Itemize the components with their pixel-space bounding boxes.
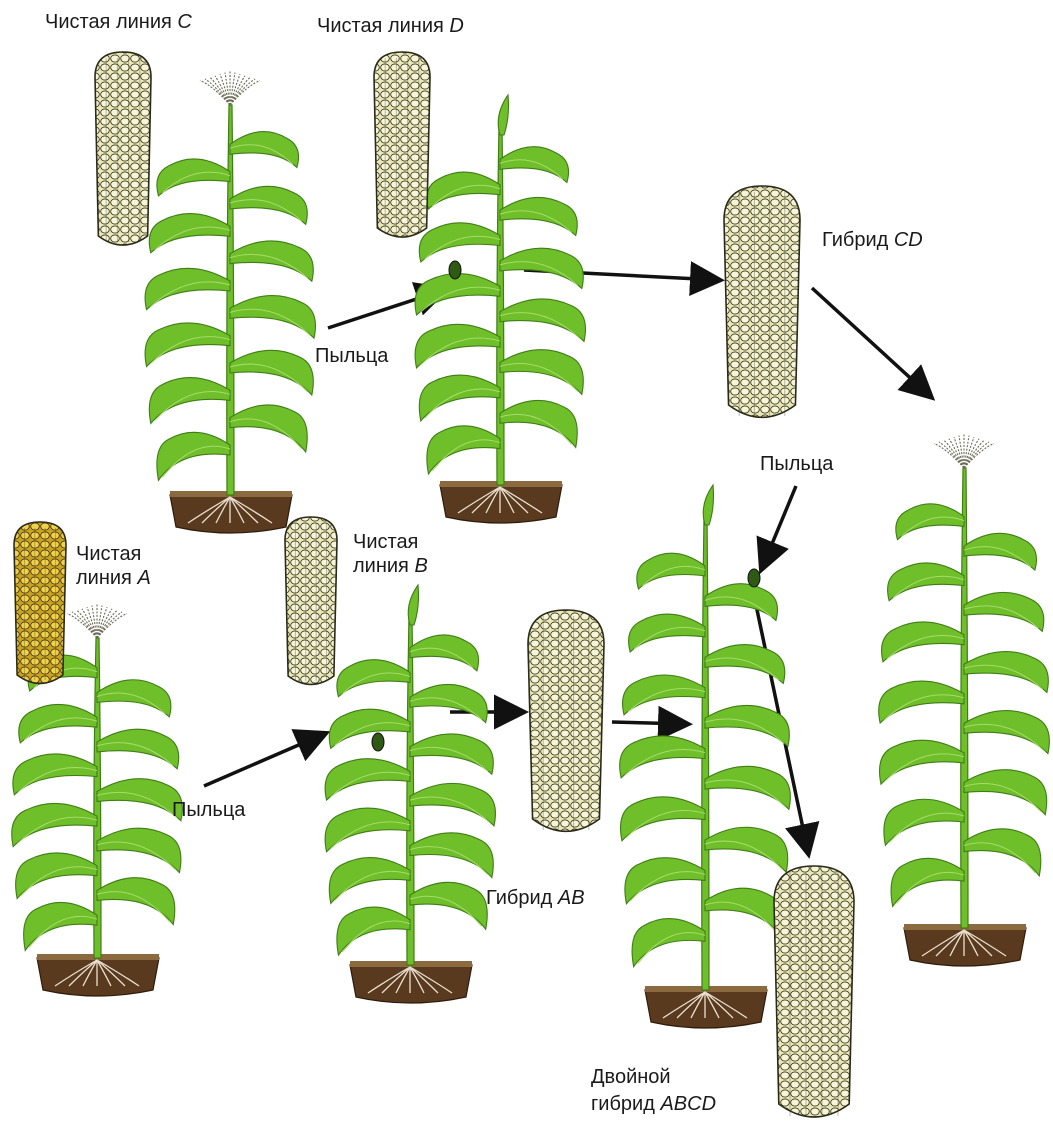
label-letter: A xyxy=(137,567,150,589)
arrow-ab-to-plant xyxy=(612,722,686,724)
label-line-d: Чистая линия D xyxy=(317,14,464,38)
arrow-pollen-a-to-b xyxy=(204,734,324,786)
label-line-c: Чистая линия C xyxy=(45,10,192,34)
label-letter: B xyxy=(414,555,427,577)
ear-line-c xyxy=(95,52,151,245)
label-double-1: Двойной xyxy=(591,1064,716,1091)
plant-hybrid-ab xyxy=(620,485,791,1028)
plant-hybrid-cd xyxy=(879,434,1050,966)
ear-hybrid-ab xyxy=(528,610,604,831)
label-line-a: Чистая линия A xyxy=(76,542,151,590)
ear-line-d xyxy=(374,52,430,237)
label-line-a-1: Чистая xyxy=(76,542,151,566)
label-text: Чистая линия xyxy=(45,11,177,33)
label-letter: D xyxy=(449,15,463,37)
plant-line-c xyxy=(145,71,315,533)
label-double-2: гибрид ABCD xyxy=(591,1091,716,1118)
label-text: Чистая линия xyxy=(317,15,449,37)
label-line-a-2: линия A xyxy=(76,566,151,590)
arrow-pollen-cd-to-ab xyxy=(762,486,796,568)
label-line-b-1: Чистая xyxy=(353,530,428,554)
ear-line-b xyxy=(285,517,337,684)
label-text: Гибрид xyxy=(486,887,558,909)
label-double-hybrid: Двойной гибрид ABCD xyxy=(591,1064,716,1118)
label-pollen-top: Пыльца xyxy=(315,344,388,368)
label-letter: AB xyxy=(558,887,585,909)
label-text: линия xyxy=(353,555,414,577)
label-hybrid-cd: Гибрид CD xyxy=(822,228,923,252)
plant-line-d xyxy=(415,95,585,523)
ear-line-a xyxy=(14,522,66,683)
label-pollen-right: Пыльца xyxy=(760,452,833,476)
label-pollen-bottom: Пыльца xyxy=(172,798,245,822)
label-line-b-2: линия B xyxy=(353,554,428,578)
label-letter: C xyxy=(177,11,191,33)
label-text: линия xyxy=(76,567,137,589)
label-letter: CD xyxy=(894,229,923,251)
plant-line-b xyxy=(325,585,495,1003)
plants xyxy=(12,71,1050,1028)
label-text: Гибрид xyxy=(822,229,894,251)
label-letter: ABCD xyxy=(660,1093,716,1115)
label-hybrid-ab: Гибрид AB xyxy=(486,886,585,910)
label-text: гибрид xyxy=(591,1093,660,1115)
ear-hybrid-cd xyxy=(724,186,800,417)
arrow-hybrid-cd-to-plant xyxy=(812,288,930,396)
ear-double-hybrid xyxy=(774,866,854,1117)
label-line-b: Чистая линия B xyxy=(353,530,428,578)
